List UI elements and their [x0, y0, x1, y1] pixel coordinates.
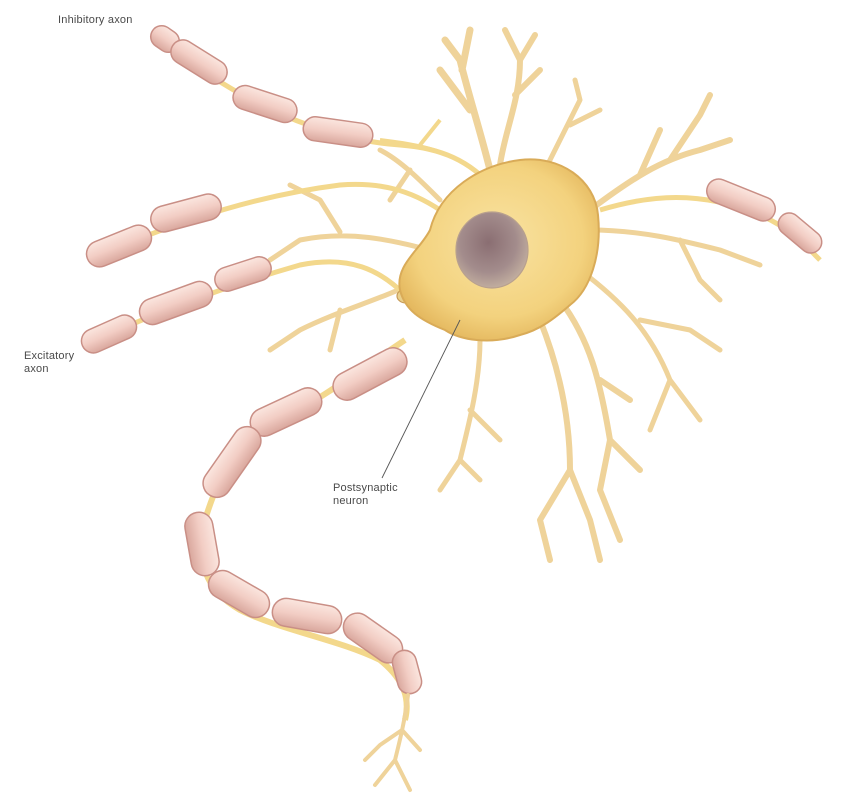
- label-postsynaptic-line2: neuron: [333, 495, 443, 508]
- postsynaptic-axon: [183, 340, 425, 790]
- nucleus: [456, 212, 528, 288]
- label-inhibitory-axon-text: Inhibitory axon: [58, 14, 133, 26]
- inhibitory-axon: [146, 21, 495, 203]
- postsynaptic-leader-line: [382, 320, 460, 478]
- label-postsynaptic-neuron: Postsynaptic neuron: [333, 482, 443, 508]
- label-excitatory-axon-line2: axon: [24, 363, 114, 376]
- label-excitatory-axon-line1: Excitatory: [24, 350, 114, 363]
- label-inhibitory-axon: Inhibitory axon: [58, 14, 133, 27]
- label-postsynaptic-line1: Postsynaptic: [333, 482, 443, 495]
- label-excitatory-axon: Excitatory axon: [24, 350, 114, 376]
